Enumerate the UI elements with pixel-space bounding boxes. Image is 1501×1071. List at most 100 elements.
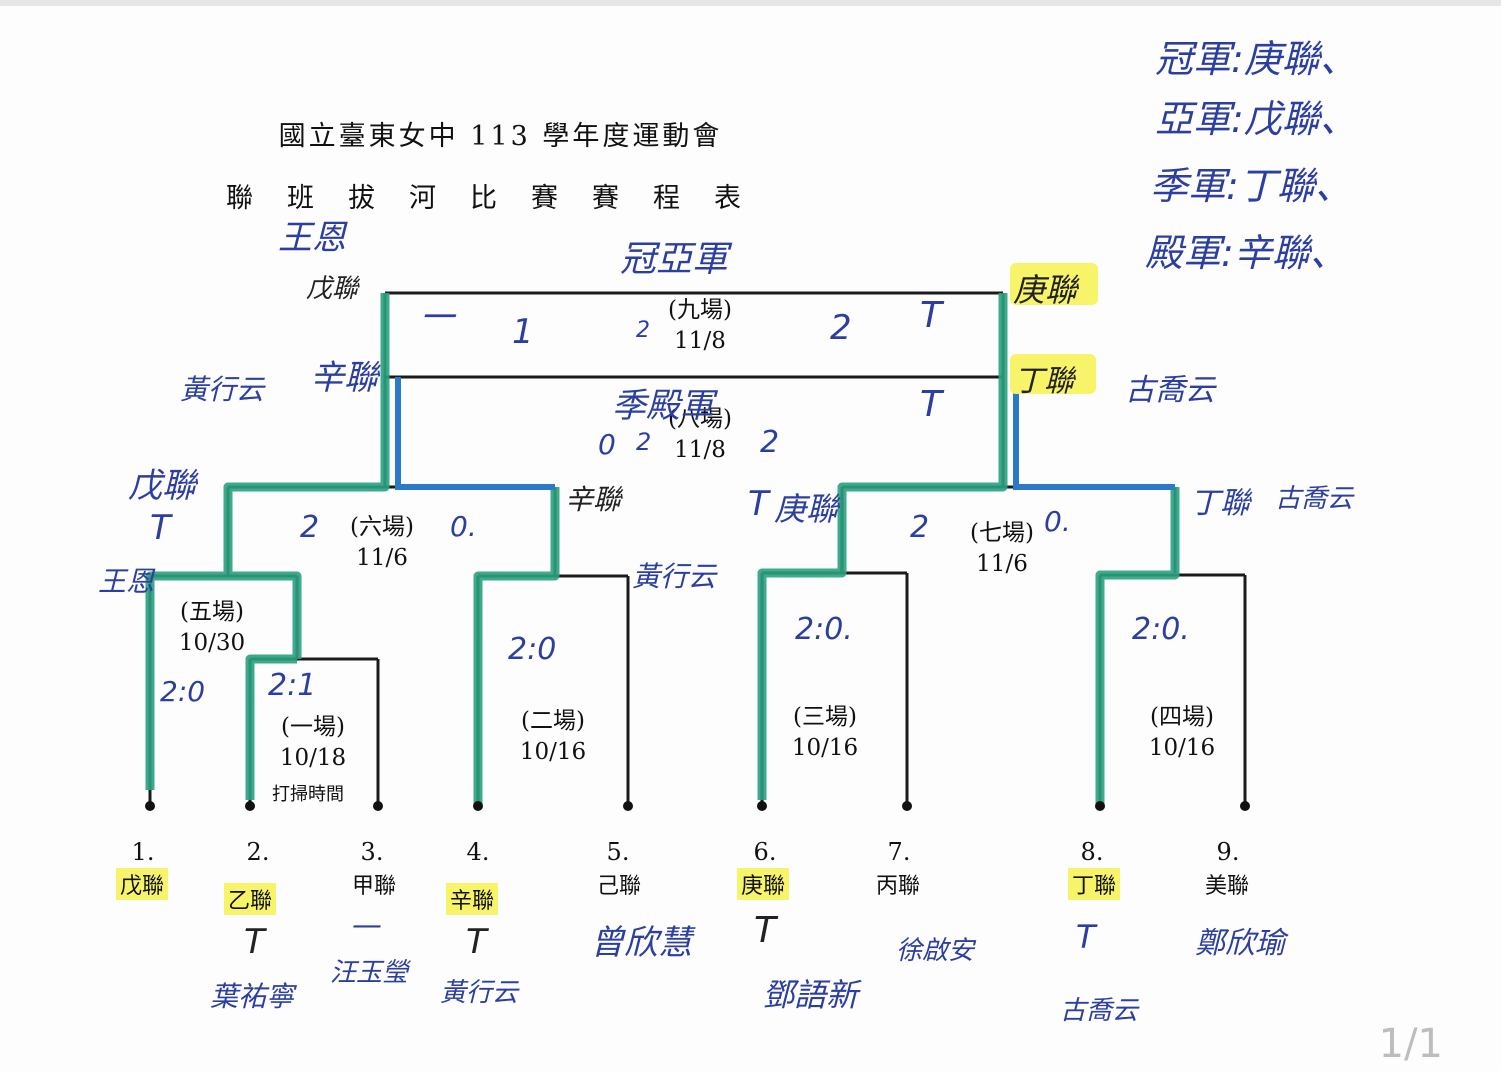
match-2: (二場) 10/16 — [503, 706, 603, 768]
match-8-label: (八場) — [668, 406, 732, 432]
match-4-label: (四場) — [1150, 704, 1214, 730]
signer-team-9: 鄭欣瑜 — [1195, 926, 1285, 961]
match-6-label: (六場) — [350, 514, 414, 540]
result-champion: 冠軍:庚聯、 — [1155, 37, 1358, 81]
bracket-final-box — [383, 291, 1005, 379]
third-place-handwritten-title: 季殿軍 — [612, 386, 714, 426]
final-handwritten-title: 冠亞軍 — [620, 239, 729, 280]
score-m5: 2:0 — [160, 675, 206, 708]
result-third: 季軍:丁聯、 — [1150, 164, 1353, 208]
bracket-m4 — [1098, 573, 1247, 806]
match-8-date: 11/8 — [674, 437, 726, 463]
match-9-label: (九場) — [668, 297, 732, 323]
team-6-number: 6. — [753, 838, 777, 866]
match-9: (九場) 11/8 — [650, 295, 750, 357]
score-m9-right: 2 — [830, 308, 852, 348]
signer-team-2: 葉祐寧 — [210, 980, 295, 1013]
team-4-number: 4. — [466, 838, 490, 866]
team-7-number: 7. — [887, 838, 911, 866]
handwritten-ding-right: 丁聯 — [1014, 364, 1074, 399]
handwritten-gu-right: 古喬云 — [1125, 373, 1215, 408]
team-5-number: 5. — [606, 838, 630, 866]
signer-team-7: 徐啟安 — [896, 936, 975, 966]
document-title: 國立臺東女中 113 學年度運動會 — [278, 121, 723, 152]
green-path-ding — [1095, 487, 1180, 806]
match-1: (一場) 10/18 — [263, 712, 363, 774]
team-4-name: 辛聯 — [446, 883, 499, 915]
handwritten-wang-mid: 王恩 — [98, 565, 155, 598]
winner-green-paths — [145, 293, 1180, 806]
score-m9-mid: 2 — [636, 318, 650, 343]
scan-top-band — [0, 0, 1501, 6]
score-m9-left-tally: 一 — [420, 298, 454, 338]
mark-t-geng-final: T — [920, 295, 942, 336]
handwritten-geng-right: 庚聯 — [1013, 271, 1078, 309]
match-7: (七場) 11/6 — [952, 518, 1052, 580]
green-path-xin — [473, 487, 560, 806]
signer-team-3: 汪玉瑩 — [330, 958, 409, 988]
mark-t-ding-third: T — [920, 384, 942, 425]
handwritten-geng-mid: 庚聯 — [774, 490, 839, 528]
mark-t-team-2: T — [244, 922, 265, 962]
team-8-number: 8. — [1080, 838, 1104, 866]
team-2-name: 乙聯 — [224, 883, 277, 915]
bracket-endpoint-dots — [145, 801, 1250, 811]
match-3: (三場) 10/16 — [775, 702, 875, 764]
green-path-yi — [245, 654, 297, 800]
bracket-m2 — [476, 574, 630, 806]
team-8-name: 丁聯 — [1068, 868, 1121, 900]
score-m7-left: 2 — [910, 510, 930, 545]
score-m6-left: 2 — [300, 510, 320, 545]
match-2-date: 10/16 — [519, 739, 587, 765]
result-runner-up: 亞軍:戊聯、 — [1155, 97, 1358, 141]
match-9-date: 11/8 — [674, 328, 726, 354]
mark-t-team-6: T — [754, 910, 776, 951]
match-6: (六場) 11/6 — [332, 512, 432, 574]
signer-team-6: 鄧語新 — [762, 976, 859, 1014]
handwritten-wu-mid: 戊聯 — [128, 466, 196, 506]
bracket-m3 — [760, 571, 909, 806]
team-6-name: 庚聯 — [737, 868, 790, 900]
signer-team-8: 古喬云 — [1060, 996, 1139, 1026]
team-3-number: 3. — [360, 838, 384, 866]
handwritten-huang-left: 黃行云 — [180, 373, 265, 406]
document-subtitle: 聯班拔河比賽賽程表 — [226, 183, 775, 214]
mark-t-geng-mid: T — [748, 484, 769, 524]
score-m2: 2:0 — [508, 632, 557, 667]
team-9-name: 美聯 — [1205, 874, 1250, 899]
mark-t-wu: T — [150, 508, 171, 548]
green-path-geng — [757, 293, 1008, 800]
result-fourth: 殿軍:辛聯、 — [1145, 231, 1348, 275]
match-1-label: (一場) — [281, 714, 345, 740]
score-m8-right: 2 — [760, 425, 780, 460]
match-6-date: 11/6 — [356, 545, 408, 571]
page-indicator: 1/1 — [1378, 1021, 1443, 1067]
match-4: (四場) 10/16 — [1132, 702, 1232, 764]
team-9-number: 9. — [1216, 838, 1240, 866]
match-3-label: (三場) — [793, 704, 857, 730]
handwritten-xin-mid: 辛聯 — [565, 483, 622, 516]
match-4-date: 10/16 — [1148, 735, 1216, 761]
mark-t-team-4: T — [466, 922, 487, 962]
match-7-date: 11/6 — [976, 551, 1028, 577]
match-3-date: 10/16 — [791, 735, 859, 761]
team-2-number: 2. — [246, 838, 270, 866]
team-5-name: 己聯 — [597, 874, 642, 899]
handwritten-xin-left: 辛聯 — [310, 358, 378, 398]
score-m6-right: 0. — [450, 510, 477, 543]
team-1-number: 1. — [131, 838, 155, 866]
handwritten-huang-mid: 黃行云 — [632, 560, 717, 593]
mark-dash-team-3: — — [352, 908, 382, 943]
team-1-name: 戊聯 — [116, 868, 169, 900]
mark-t-team-8: T — [1076, 918, 1096, 956]
score-m8-mid: 2 — [636, 428, 652, 456]
signer-team-5: 曾欣慧 — [590, 923, 692, 963]
winner-blue-paths — [395, 377, 1175, 490]
match-1-date: 10/18 — [279, 745, 347, 771]
match-8: (八場) 11/8 — [650, 404, 750, 466]
handwritten-highlights — [1010, 263, 1098, 394]
team-3-name: 甲聯 — [352, 874, 397, 899]
score-m1: 2:1 — [268, 668, 317, 703]
score-m8-left: 0 — [598, 428, 616, 461]
